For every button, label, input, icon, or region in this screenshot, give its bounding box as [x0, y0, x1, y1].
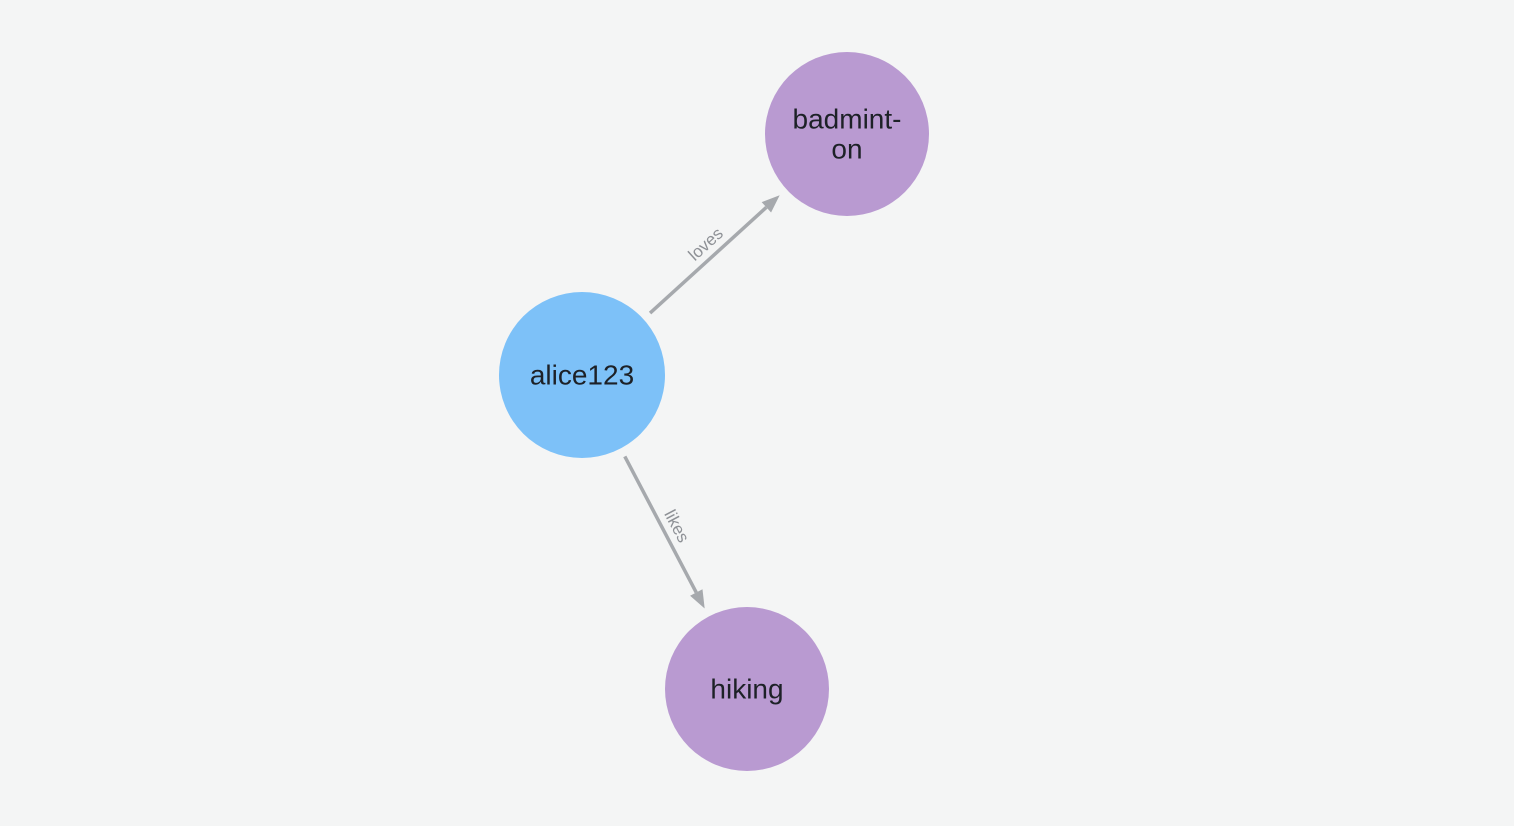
node-circle [765, 52, 929, 216]
graph-node-alice123[interactable]: alice123 [499, 292, 665, 458]
edge-arrowhead-icon [761, 195, 780, 213]
node-label: alice123 [530, 360, 634, 391]
graph-node-hiking[interactable]: hiking [665, 607, 829, 771]
edge-arrowhead-icon [690, 589, 705, 609]
edge-line [648, 206, 768, 315]
edge-label: likes [660, 507, 693, 546]
relationship-loves[interactable]: loves [648, 195, 780, 315]
node-circle [499, 292, 665, 458]
graph-node-badminton[interactable]: badmint-on [765, 52, 929, 216]
edge-line [623, 455, 698, 594]
edge-label: loves [685, 224, 727, 265]
node-label: hiking [710, 674, 783, 705]
node-label: on [831, 134, 862, 165]
node-label: badmint- [793, 104, 902, 135]
node-circle [665, 607, 829, 771]
relationship-likes[interactable]: likes [623, 455, 705, 609]
